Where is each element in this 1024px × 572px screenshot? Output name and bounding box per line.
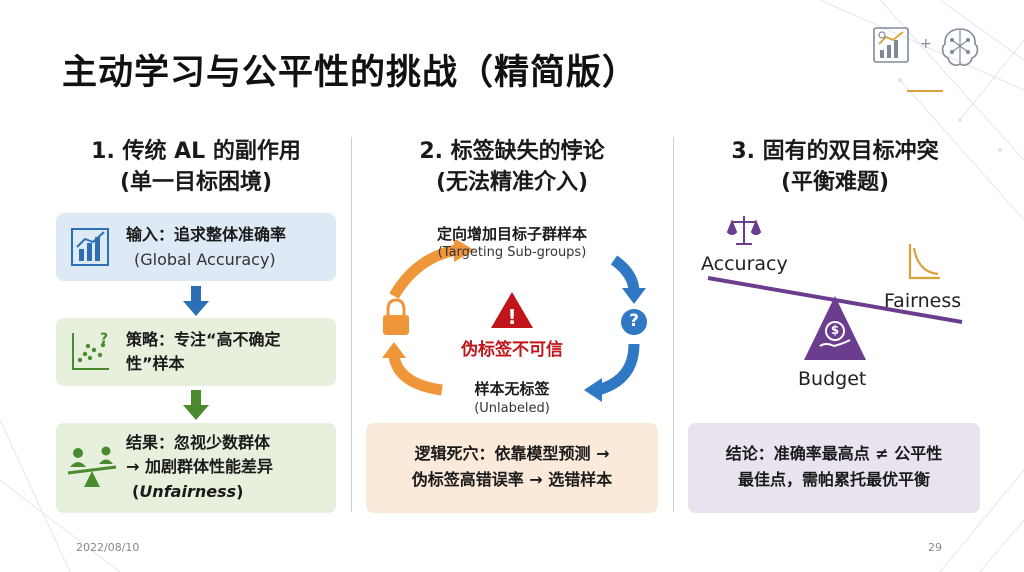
cycle-arrowhead-blue-top [622,288,646,304]
page-title: 主动学习与公平性的挑战（精简版） [62,53,639,93]
col1-result-line3-suffix: ) [236,482,244,501]
col2-logic-line2: 伪标签高错误率 → 选错样本 [411,470,613,489]
down-arrow-green [183,390,209,420]
cycle-bottom-label: 样本无标签 [474,380,550,398]
header-logo: + [872,24,984,68]
footer-page-number: 29 [928,541,942,554]
col3-heading: 3. 固有的双目标冲突 (平衡难题) [690,136,980,198]
hand-icon [819,339,851,348]
down-arrow-blue [183,286,209,316]
question-mark-icon [621,309,647,335]
col1-result-line3-prefix: ( [132,482,140,501]
cycle-arrow-blue-top [610,255,640,293]
col1-strategy-box: ? 策略：专注“高不确定 性”样本 [56,318,336,386]
col1-heading-line2: (单一目标困境) [119,170,273,195]
col3-conclusion-box: 结论：准确率最高点 ≠ 公平性 最佳点，需帕累托最优平衡 [688,423,980,513]
column-divider-1 [351,137,352,512]
label-accuracy: Accuracy [701,253,788,275]
fulcrum-triangle [804,296,866,360]
col1-result-line2: → 加剧群体性能差异 [126,457,273,476]
col1-input-box: 输入：追求整体准确率 (Global Accuracy) [56,213,336,281]
col1-strategy-line2: 性”样本 [126,354,185,373]
label-fairness: Fairness [884,290,962,312]
warning-mark-glyph: ! [507,305,517,329]
col1-strategy-line1: 策略：专注“高不确定 [126,330,281,349]
column-divider-2 [673,137,674,512]
col3-conclusion-line2: 最佳点，需帕累托最优平衡 [737,470,930,489]
col3-heading-line1: 3. 固有的双目标冲突 [731,139,939,164]
accent-line [907,90,943,92]
bar-chart-icon [71,228,109,266]
lock-icon [383,298,409,335]
cycle-arrowhead-orange-top [454,240,474,262]
svg-text:?: ? [100,331,108,347]
col1-heading-line1: 1. 传统 AL 的副作用 [91,139,301,164]
seesaw-people-icon [67,446,117,487]
col1-input-line1: 输入：追求整体准确率 [126,225,287,244]
cycle-top-sublabel: (Targeting Sub-groups) [437,245,587,260]
col1-result-box: 结果：忽视少数群体 → 加剧群体性能差异 (Unfairness) [56,423,336,513]
question-mark-glyph: ? [629,311,639,331]
cycle-arrow-orange-top [389,244,458,299]
coin-icon [825,321,845,341]
col2-heading: 2. 标签缺失的悖论 (无法精准介入) [372,136,652,198]
warning-icon [491,292,533,328]
col2-heading-line1: 2. 标签缺失的悖论 [419,139,605,164]
balance-diagram [707,216,963,360]
cycle-center-label: 伪标签不可信 [461,340,563,360]
cycle-arrow-blue-bottom [596,343,640,396]
fairness-curve-icon [908,244,940,280]
col1-result-line3: (Unfairness) [132,480,243,504]
scales-icon [726,216,762,245]
cycle-top-label: 定向增加目标子群样本 [436,225,587,243]
col1-result-line1: 结果：忽视少数群体 [126,433,271,452]
budget-symbol: $ [830,323,840,337]
scatter-plot-icon: ? [72,331,109,370]
brain-icon [941,28,979,66]
col3-conclusion-line1: 结论：准确率最高点 ≠ 公平性 [725,444,943,463]
col1-input-line2: (Global Accuracy) [134,250,276,269]
col2-heading-line2: (无法精准介入) [435,170,589,195]
label-paradox-cycle-diagram [382,240,647,402]
col3-heading-line2: (平衡难题) [780,170,890,195]
cycle-bottom-sublabel: (Unlabeled) [474,401,550,416]
label-budget: Budget [798,368,867,390]
cycle-arrow-orange-bottom [388,354,443,396]
col1-heading: 1. 传统 AL 的副作用 (单一目标困境) [56,136,336,198]
col2-logic-box: 逻辑死穴：依靠模型预测 → 伪标签高错误率 → 选错样本 [366,423,658,513]
col2-logic-line1: 逻辑死穴：依靠模型预测 → [414,444,610,463]
chart-growth-icon [873,27,909,63]
plus-icon: + [920,36,932,52]
cycle-arrowhead-blue-bottom [584,378,602,402]
cycle-arrowhead-orange-bottom [382,342,406,358]
col1-result-line3-em: Unfairness [139,482,237,501]
footer-date: 2022/08/10 [76,541,140,554]
